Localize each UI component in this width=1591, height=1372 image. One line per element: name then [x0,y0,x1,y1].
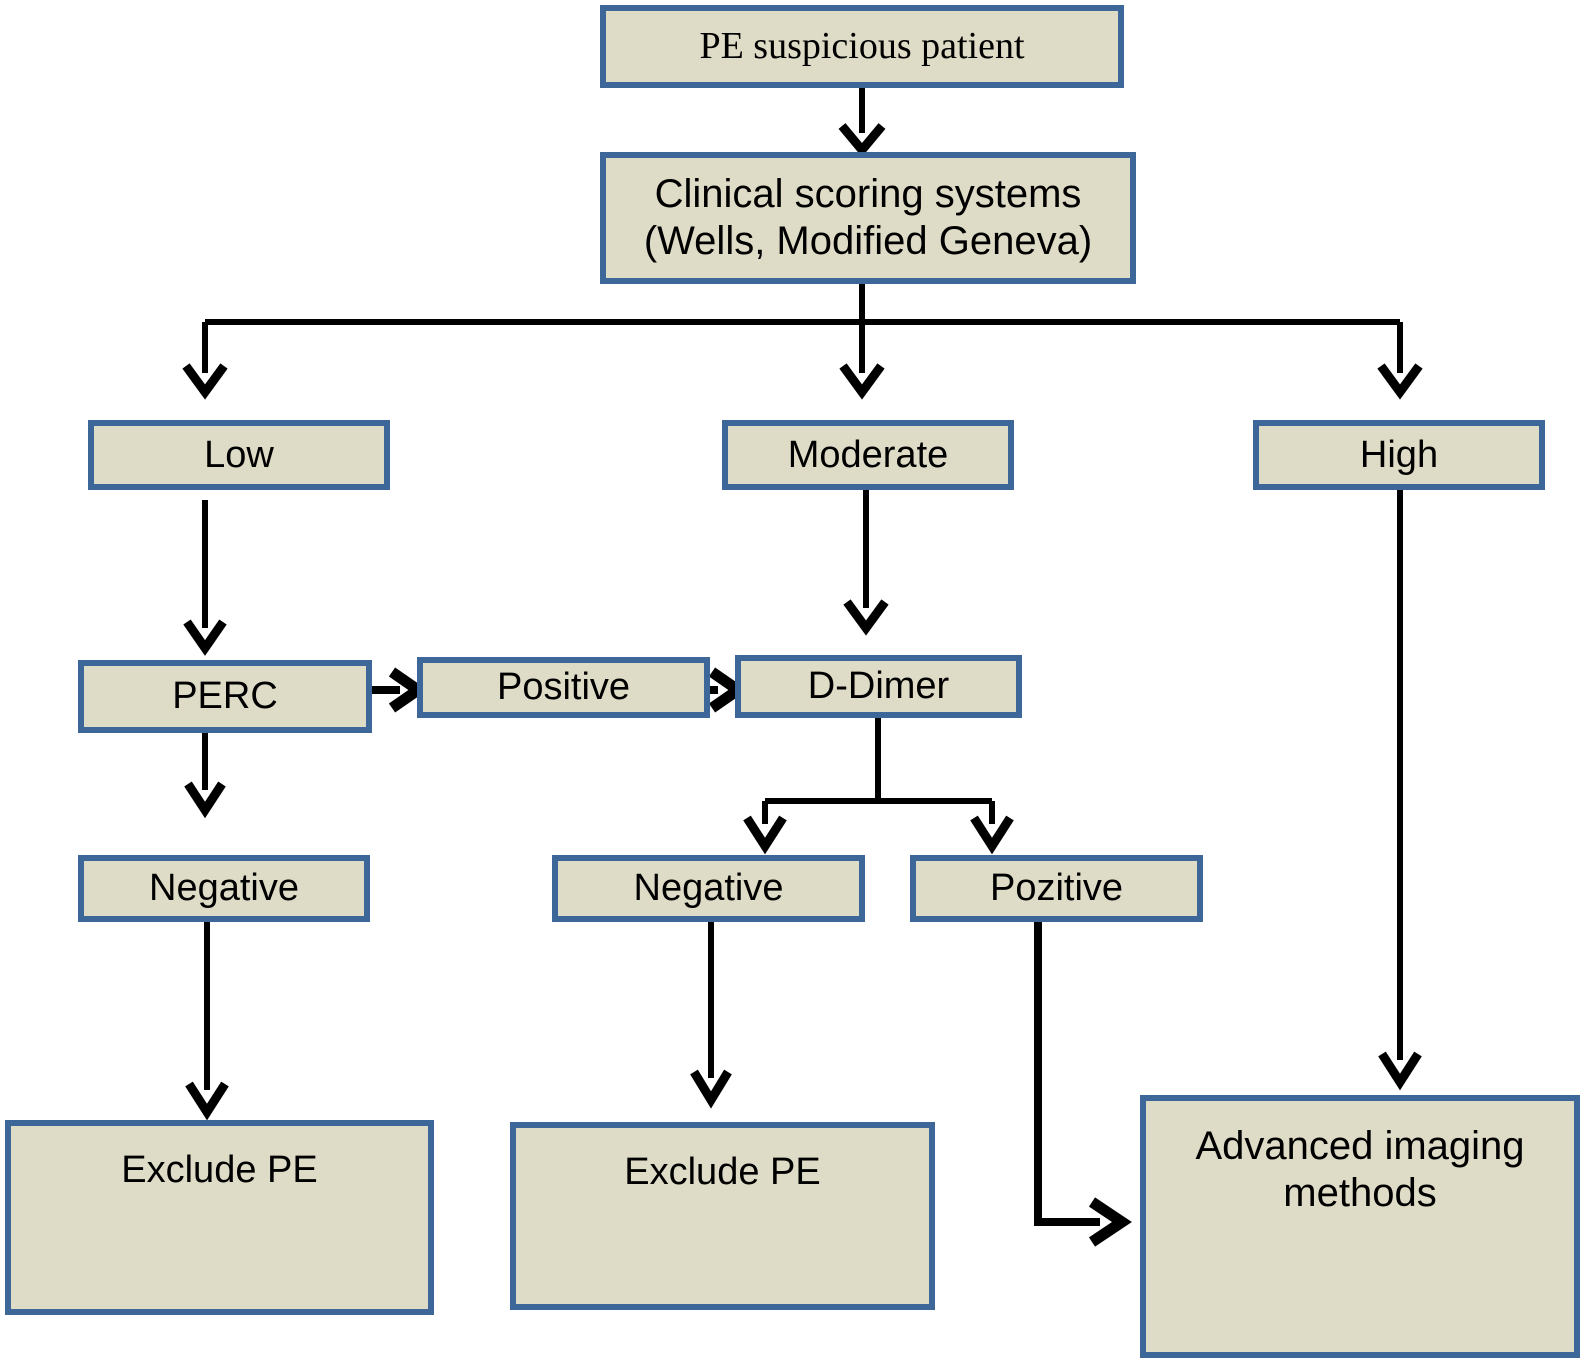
node-clinical-scoring-systems[interactable]: Clinical scoring systems (Wells, Modifie… [600,152,1136,284]
node-high[interactable]: High [1253,420,1545,490]
edge-pozitive-to-advanced [1034,922,1132,1247]
node-label: Clinical scoring systems (Wells, Modifie… [643,171,1093,263]
edge-high-to-advanced [1378,490,1422,1091]
node-label: Moderate [787,433,949,476]
node-positive[interactable]: Positive [417,657,710,718]
node-negative-ddimer[interactable]: Negative [552,855,865,922]
node-pe-suspicious-patient[interactable]: PE suspicious patient [600,5,1124,88]
edge-ddimer-to-pozitive [970,801,1014,855]
node-advanced-imaging-methods[interactable]: Advanced imaging methods [1140,1095,1580,1358]
edge-clinical-score-bus [205,284,1400,325]
node-label: Low [204,433,274,476]
node-label: Negative [149,867,299,910]
node-label: PE suspicious patient [699,25,1025,68]
node-label: Pozitive [989,867,1124,910]
edge-ddimer-to-negative [743,801,787,855]
node-negative-perc[interactable]: Negative [78,855,370,922]
edge-negative-ddimer-to-exclude-pe-2 [690,922,732,1109]
node-d-dimer[interactable]: D-Dimer [735,655,1022,718]
node-pozitive-ddimer[interactable]: Pozitive [910,855,1203,922]
node-label: Positive [496,666,631,709]
edge-bus-to-high [1377,322,1423,400]
node-label: High [1359,433,1439,476]
node-label: Exclude PE [121,1149,318,1191]
edge-low-to-perc [183,500,227,656]
node-label: Advanced imaging methods [1195,1124,1525,1216]
edge-pe-suspicious-to-clinical-score [838,88,886,158]
edge-negative-to-exclude-pe-1 [185,922,229,1121]
node-label: PERC [172,675,278,718]
node-label: Negative [633,867,784,910]
node-exclude-pe-middle[interactable]: Exclude PE [510,1122,935,1310]
edge-bus-to-low [182,322,228,400]
node-low[interactable]: Low [88,420,390,490]
node-label: D-Dimer [807,665,950,708]
node-exclude-pe-left[interactable]: Exclude PE [5,1120,434,1315]
node-perc[interactable]: PERC [78,660,372,733]
edge-moderate-to-ddimer [843,490,889,636]
edge-ddimer-split-bus [765,718,992,804]
node-label: Exclude PE [624,1151,821,1193]
node-moderate[interactable]: Moderate [722,420,1014,490]
edge-bus-to-moderate [839,322,885,400]
edge-perc-to-negative [184,733,226,819]
